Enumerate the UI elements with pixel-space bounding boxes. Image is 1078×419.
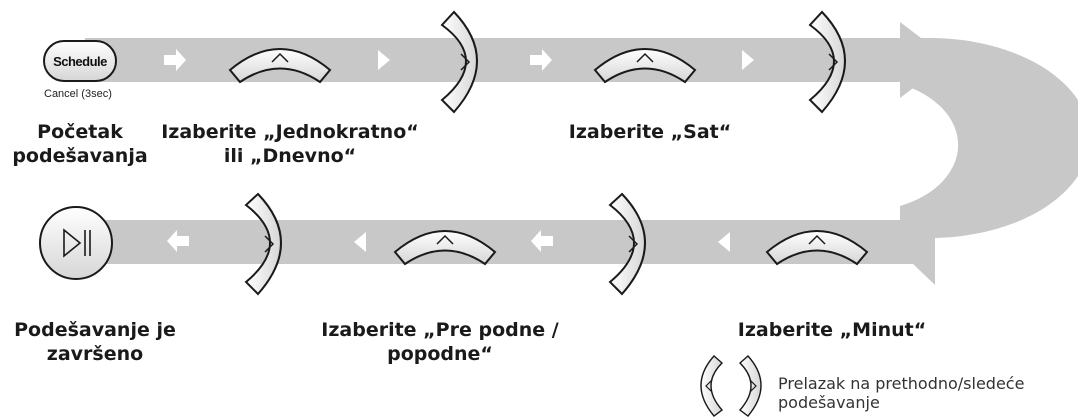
legend-left-icon	[700, 355, 724, 417]
schedule-label: Schedule	[53, 54, 107, 69]
arrow-right-1	[164, 49, 186, 71]
arrow-left-3	[531, 230, 553, 252]
step-am-pm-label: Izaberite „Pre podne / popodne“	[321, 319, 559, 365]
step-done-label: Podešavanje je završeno	[14, 319, 176, 365]
up-button-2[interactable]	[593, 48, 697, 84]
arrow-left-1	[167, 230, 189, 252]
legend-right-icon	[738, 355, 762, 417]
step-once-daily-label: Izaberite „Jednokratno“ ili „Dnevno“	[161, 121, 419, 167]
chevron-right-icon	[628, 235, 639, 253]
chevron-up-icon	[636, 52, 654, 63]
arrow-right-4	[742, 50, 754, 70]
up-button-4[interactable]	[765, 230, 869, 266]
bottom-arrowhead	[890, 200, 935, 285]
arrow-left-4	[718, 232, 730, 252]
top-arrowhead	[900, 22, 950, 98]
step-hour-label: Izaberite „Sat“	[568, 121, 732, 143]
top-track	[85, 38, 915, 82]
arrow-right-3	[530, 49, 552, 71]
step-minute-label: Izaberite „Minut“	[737, 319, 927, 341]
up-button-1[interactable]	[228, 48, 332, 84]
chevron-right-icon	[828, 53, 839, 71]
chevron-up-icon	[436, 234, 454, 245]
play-pause-button[interactable]	[39, 206, 113, 280]
right-button-4[interactable]	[608, 192, 646, 296]
chevron-up-icon	[808, 234, 826, 245]
right-button-1[interactable]	[440, 10, 478, 114]
u-turn-band	[900, 38, 1078, 238]
chevron-right-icon	[264, 235, 275, 253]
schedule-button[interactable]: Schedule	[43, 40, 117, 82]
arrow-left-2	[354, 232, 366, 252]
step-start-label: Početak podešavanja	[12, 121, 148, 167]
play-pause-icon	[63, 228, 91, 258]
chevron-right-icon	[460, 53, 471, 71]
up-button-3[interactable]	[393, 230, 497, 266]
arrow-right-2	[378, 50, 390, 70]
right-button-3[interactable]	[244, 192, 282, 296]
cancel-hint: Cancel (3sec)	[44, 88, 112, 100]
legend-text: Prelazak na prethodno/sledeće podešavanj…	[778, 374, 1025, 412]
right-button-2[interactable]	[808, 10, 846, 114]
chevron-up-icon	[271, 52, 289, 63]
